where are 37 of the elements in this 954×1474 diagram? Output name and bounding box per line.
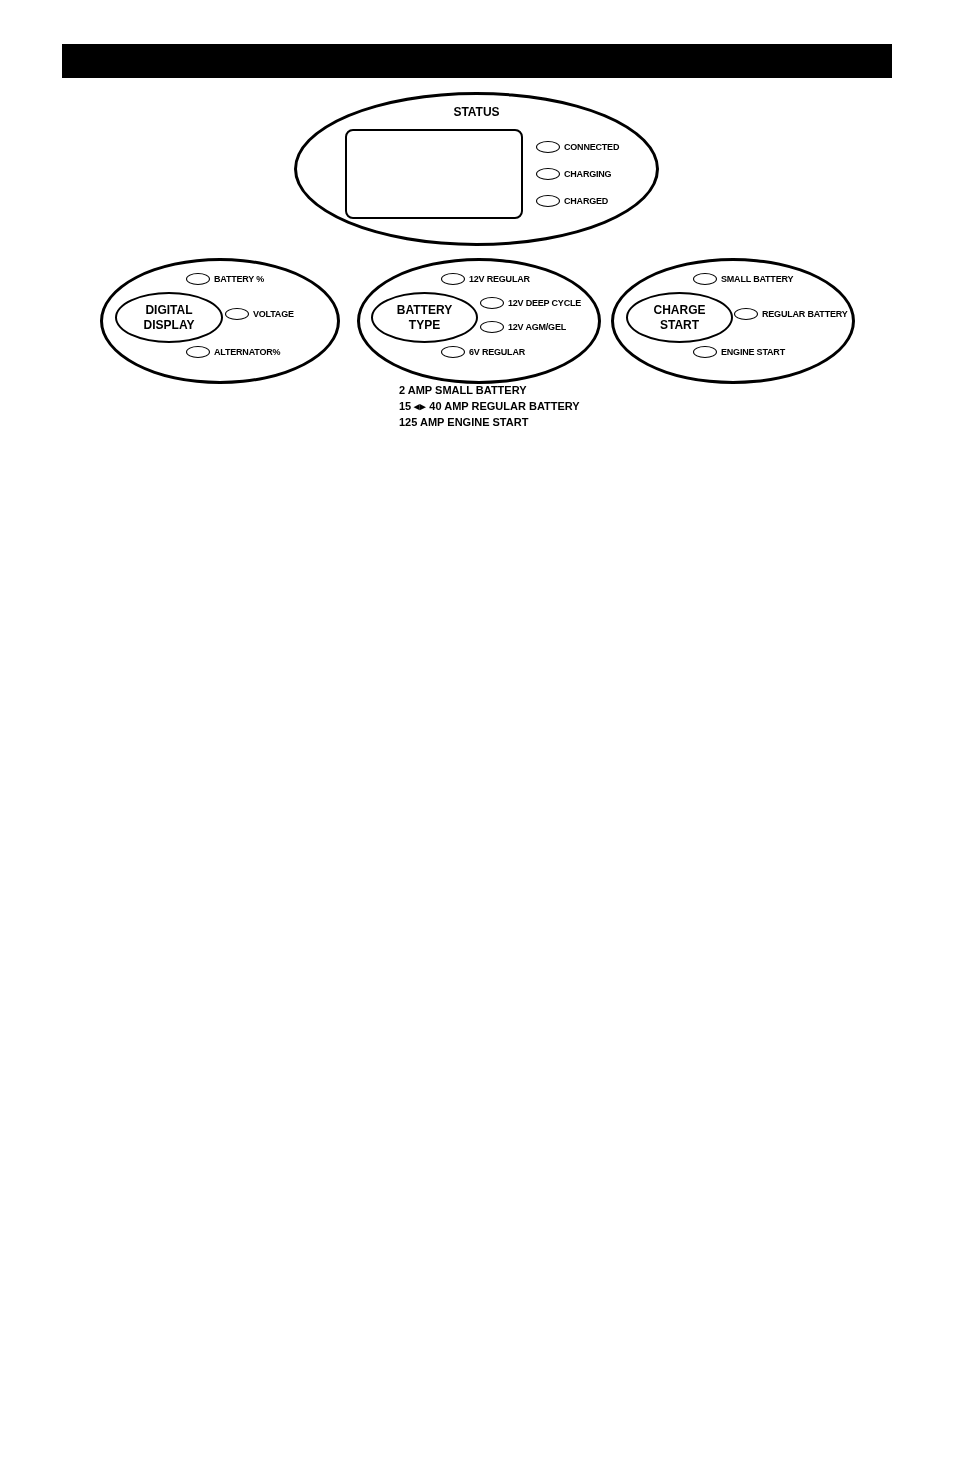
indicator-light (536, 141, 560, 153)
indicator-label: BATTERY % (214, 273, 265, 285)
button-oval (626, 292, 733, 343)
indicator-light (536, 168, 560, 180)
indicator-light (225, 308, 249, 320)
indicator-light (536, 195, 560, 207)
indicator-light (693, 346, 717, 358)
indicator-label: 12V AGM/GEL (508, 321, 566, 333)
indicator-label: CHARGING (564, 168, 612, 180)
note-text: 15 ◂▸ 40 AMP REGULAR BATTERY (399, 399, 580, 414)
button-oval (371, 292, 478, 343)
panel-title: STATUS (453, 105, 500, 120)
indicator-label: 12V DEEP CYCLE (508, 297, 582, 309)
indicator-label: CONNECTED (564, 141, 620, 153)
indicator-light (480, 297, 504, 309)
indicator-light (734, 308, 758, 320)
indicator-label: 6V REGULAR (469, 346, 525, 358)
indicator-light (480, 321, 504, 333)
button-label: BATTERY TYPE (395, 302, 454, 333)
button-label: CHARGE START (652, 302, 707, 333)
indicator-label: SMALL BATTERY (721, 273, 794, 285)
indicator-label: REGULAR BATTERY (762, 308, 848, 320)
display-screen (345, 129, 523, 219)
indicator-label: VOLTAGE (253, 308, 294, 320)
indicator-label: 12V REGULAR (469, 273, 530, 285)
indicator-light (693, 273, 717, 285)
note-text: 125 AMP ENGINE START (399, 415, 530, 430)
button-oval (115, 292, 223, 343)
indicator-label: ENGINE START (721, 346, 785, 358)
indicator-light (186, 273, 210, 285)
indicator-light (186, 346, 210, 358)
button-label: DIGITAL DISPLAY (142, 302, 196, 333)
indicator-label: CHARGED (564, 195, 609, 207)
note-text: 2 AMP SMALL BATTERY (399, 383, 528, 398)
indicator-label: ALTERNATOR% (214, 346, 281, 358)
indicator-light (441, 273, 465, 285)
indicator-light (441, 346, 465, 358)
